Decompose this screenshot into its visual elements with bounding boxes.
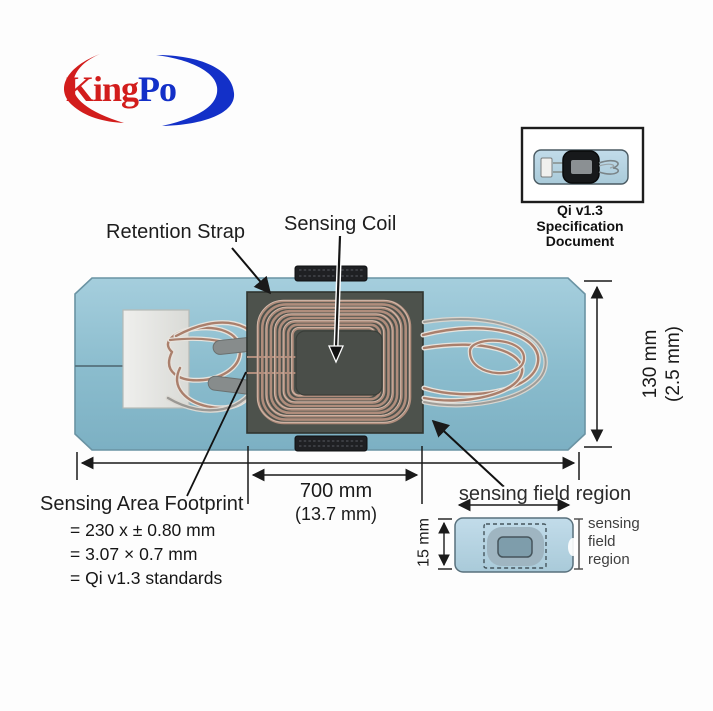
- coil-center-pad: [295, 330, 383, 396]
- height-dimension-label: 130 mm (2.5 mm): [639, 294, 685, 434]
- wire-harness-right: [420, 316, 548, 408]
- logo-blue-swoosh: [156, 55, 235, 126]
- kingpo-logo-swooshes: [64, 54, 235, 126]
- spec-document-caption: Qi v1.3 Specification Document: [505, 202, 655, 250]
- mini-bracket-line: field: [588, 533, 616, 550]
- leader-sensing-field-region: [431, 419, 504, 487]
- dimension-height: [584, 280, 612, 448]
- retention-strap-label: Retention Strap: [106, 221, 245, 243]
- mini-field-diagram: [438, 498, 583, 573]
- kingpo-logo: KingPo: [38, 38, 243, 138]
- logo-red-swoosh: [64, 54, 124, 123]
- dimension-full-width: [76, 452, 580, 480]
- coil-windings: [256, 299, 412, 425]
- sensing-area-footprint-label: Sensing Area Footprint: [40, 493, 244, 515]
- height-dimension-alt: (2.5 mm): [663, 326, 684, 402]
- dimension-700: [247, 446, 423, 504]
- sensing-field-region-heading: sensing field region: [458, 483, 632, 505]
- height-dimension-value: 130 mm: [640, 329, 661, 399]
- leader-sensing-area-footprint: [186, 371, 247, 497]
- width-dimension-value: 700 mm: [299, 480, 373, 502]
- footprint-spec-lines: = 230 x ± 0.80 mm = 3.07 × 0.7 mm = Qi v…: [70, 518, 222, 590]
- mini-bracket-line: region: [588, 551, 630, 568]
- logo-text-king: King: [66, 69, 139, 109]
- coil-winding-highlights: [256, 299, 410, 423]
- leader-sensing-coil: [328, 235, 344, 364]
- logo-text: KingPo: [66, 68, 177, 110]
- retention-strap-top: [294, 265, 368, 282]
- spec-caption-line: Document: [545, 233, 615, 249]
- mini-bracket: [574, 518, 583, 570]
- retention-strap-bottom: [294, 435, 368, 452]
- leader-retention-strap: [231, 247, 272, 295]
- sensing-coil-label: Sensing Coil: [284, 213, 397, 235]
- spec-caption-line: Qi v1.3: [557, 202, 603, 218]
- width-dimension-alt: (13.7 mm): [294, 504, 377, 524]
- spec-caption-line: Specification: [536, 217, 624, 234]
- mini-bracket-label: sensing field region: [588, 515, 640, 569]
- mini-height-dimension-label: 15 mm: [415, 518, 433, 567]
- mini-bracket-line: sensing: [588, 515, 640, 532]
- footprint-spec-line: = Qi v1.3 standards: [70, 568, 223, 588]
- width-dimension-label: 700 mm (13.7 mm): [256, 480, 416, 526]
- spec-document-box: [520, 126, 645, 204]
- side-panel: [122, 309, 190, 409]
- footprint-spec-line: = 3.07 × 0.7 mm: [70, 544, 198, 564]
- logo-text-po: Po: [138, 69, 177, 109]
- footprint-spec-line: = 230 x ± 0.80 mm: [70, 520, 216, 540]
